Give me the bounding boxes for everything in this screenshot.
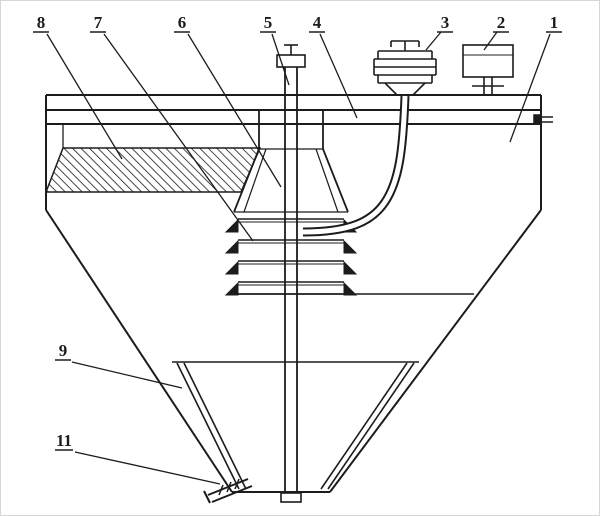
- callout-9-label: 9: [59, 341, 68, 360]
- vertical-drive-shaft: [276, 44, 306, 503]
- callout-3-label: 3: [441, 13, 450, 32]
- center-feedwell: [231, 110, 351, 295]
- callout-2-label: 2: [497, 13, 506, 32]
- shaft-bottom-foot: [280, 492, 302, 503]
- feed-pipe: [302, 95, 410, 237]
- callout-8-leader: [46, 33, 123, 160]
- callout-5-leader: [271, 33, 290, 86]
- callout-4-leader: [319, 33, 358, 119]
- hatched-feed-region: [44, 147, 262, 193]
- callout-4-label: 4: [313, 13, 322, 32]
- callout-1-leader: [509, 33, 551, 143]
- callout-6-leader: [187, 33, 282, 188]
- callout-11-label: 11: [56, 431, 72, 450]
- callout-2-leader: [483, 31, 498, 51]
- inner-cone: [172, 361, 419, 490]
- tank-outline: [45, 94, 542, 493]
- callout-7-leader: [103, 33, 254, 242]
- callout-6-label: 6: [178, 13, 187, 32]
- callout-5-label: 5: [264, 13, 273, 32]
- bottom-discharge-valve: [203, 478, 253, 504]
- callout-11-leader: [74, 451, 221, 485]
- callout-9-leader: [71, 361, 183, 389]
- nozzle-flange: [533, 114, 541, 125]
- callouts: 8 7 6 5 4 3 2 1 9 11: [33, 13, 562, 485]
- drive-motor: [373, 40, 437, 96]
- callout-8-label: 8: [37, 13, 46, 32]
- dosing-box: [462, 44, 514, 95]
- overflow-nozzle: [533, 114, 553, 125]
- hatched-panel: [44, 147, 262, 193]
- callout-3-leader: [425, 31, 442, 51]
- callout-7-label: 7: [94, 13, 103, 32]
- callout-1-label: 1: [550, 13, 559, 32]
